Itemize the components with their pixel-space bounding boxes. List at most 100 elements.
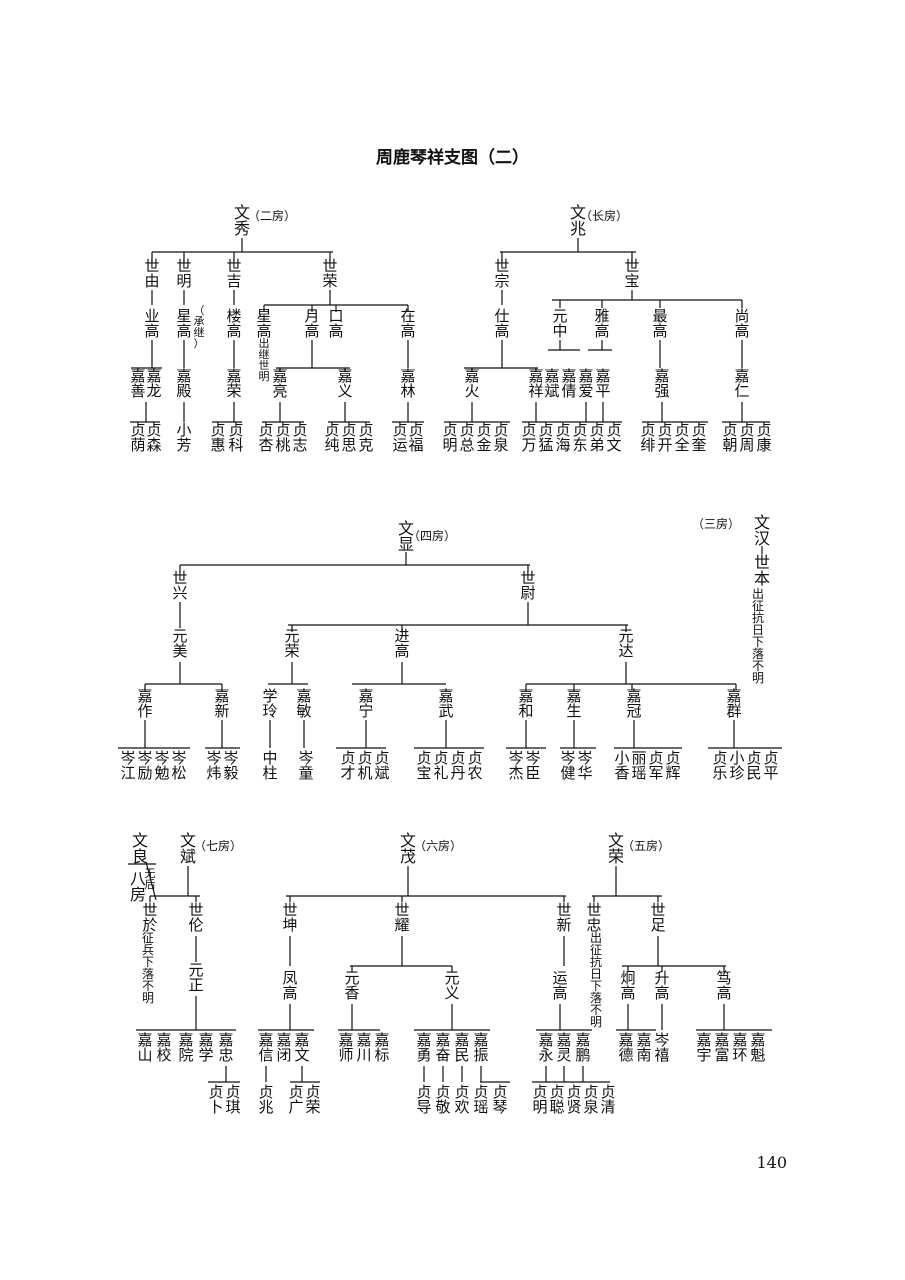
branch-note-char: 下 bbox=[590, 979, 602, 993]
person-name-char: 高 bbox=[394, 642, 409, 660]
person-name-char: 房 bbox=[130, 885, 146, 904]
person-name-char: 机 bbox=[357, 764, 372, 782]
person-name-char: 贞 bbox=[210, 421, 225, 439]
person-name-char: 义 bbox=[444, 984, 459, 1002]
person-name-char: 信 bbox=[258, 1046, 273, 1064]
person-name-char: 爱 bbox=[578, 382, 593, 400]
person-name-char: 贞 bbox=[640, 421, 655, 439]
person-name-char: 武 bbox=[438, 702, 453, 720]
person-name-char: 乐 bbox=[712, 764, 727, 782]
person-name-char: 振 bbox=[473, 1046, 488, 1064]
branch-note-char: 明 bbox=[259, 370, 270, 383]
person-name-char: 贞 bbox=[258, 1083, 273, 1101]
person-name-char: 纯 bbox=[324, 436, 339, 454]
person-name-char: 兴 bbox=[172, 584, 187, 602]
person-name-char: 嘉 bbox=[358, 687, 373, 705]
person-name-char: 军 bbox=[648, 764, 663, 782]
person-name-char: 敬 bbox=[435, 1098, 450, 1116]
person-name-char: 岑 bbox=[137, 749, 152, 767]
person-name-char: 新 bbox=[556, 916, 571, 934]
person-name-char: 贞 bbox=[566, 1083, 581, 1101]
person-name-char: 高 bbox=[494, 322, 509, 340]
person-name-char: 高 bbox=[144, 322, 159, 340]
person-name-char: 康 bbox=[756, 436, 771, 454]
person-name-char: 嘉 bbox=[561, 367, 576, 385]
person-name-char: 耀 bbox=[394, 916, 409, 934]
branch-note-char: 抗 bbox=[752, 610, 764, 625]
person-name-char: 贤 bbox=[566, 1098, 581, 1116]
person-name-char: 斌 bbox=[544, 382, 559, 400]
person-name-char: 良 bbox=[132, 847, 148, 866]
person-name-char: 文 bbox=[608, 831, 624, 850]
branch-note-char: 后 bbox=[145, 878, 156, 891]
person-name-char: 瑶 bbox=[631, 764, 646, 782]
person-name-char: 珍 bbox=[729, 764, 744, 782]
person-name-char: 高 bbox=[652, 322, 667, 340]
person-name-char: 明 bbox=[532, 1098, 547, 1116]
person-name-char: 科 bbox=[228, 436, 243, 454]
person-name-char: 勉 bbox=[154, 764, 169, 782]
person-name-char: 农 bbox=[467, 764, 482, 782]
person-name-char: 嘉 bbox=[176, 367, 191, 385]
person-name-char: 思 bbox=[341, 436, 356, 454]
person-name-char: 世 bbox=[144, 257, 159, 275]
branch-note-char: 征 bbox=[142, 931, 154, 945]
person-name-char: 和 bbox=[518, 702, 533, 720]
person-name-char: 宝 bbox=[624, 272, 639, 290]
person-name-char: 文 bbox=[398, 519, 414, 538]
person-name-char: 聪 bbox=[549, 1098, 564, 1116]
person-name-char: 岑 bbox=[223, 749, 238, 767]
person-name-char: 贞 bbox=[583, 1083, 598, 1101]
person-name-char: 作 bbox=[137, 702, 152, 720]
person-name-char: 世 bbox=[586, 901, 601, 919]
person-name-char: 民 bbox=[746, 764, 761, 782]
branch-note-char: 落 bbox=[142, 967, 154, 981]
person-name-char: 童 bbox=[298, 764, 313, 782]
person-name-char: 贞 bbox=[521, 421, 536, 439]
person-name-char: 嘉 bbox=[750, 1031, 765, 1049]
person-name-char: 勇 bbox=[416, 1046, 431, 1064]
person-name-char: 显 bbox=[398, 535, 414, 554]
person-name-char: 高 bbox=[176, 322, 191, 340]
branch-note-char: 出 bbox=[752, 587, 764, 601]
branch-note-char: 明 bbox=[590, 1015, 602, 1029]
person-name-char: 世 bbox=[172, 569, 187, 587]
person-name-char: 高 bbox=[734, 322, 749, 340]
person-name-char: 桃 bbox=[275, 436, 290, 454]
person-name-char: 丹 bbox=[450, 764, 465, 782]
person-name-char: 欢 bbox=[454, 1098, 469, 1116]
person-name-char: 高 bbox=[716, 984, 731, 1002]
person-name-char: 嘉 bbox=[714, 1031, 729, 1049]
person-name-char: 金 bbox=[476, 436, 491, 454]
person-name-char: 贞 bbox=[600, 1083, 615, 1101]
person-name-char: 岑 bbox=[298, 749, 313, 767]
person-name-char: 运 bbox=[392, 436, 407, 454]
page-title: 周鹿琴祥支图（二） bbox=[376, 148, 529, 168]
person-name-char: 仕 bbox=[494, 307, 509, 325]
person-name-char: 贞 bbox=[305, 1083, 320, 1101]
person-name-char: 月 bbox=[304, 307, 319, 325]
person-name-char: 瑶 bbox=[473, 1098, 488, 1116]
person-name-char: 总 bbox=[459, 436, 474, 454]
person-name-char: 嘉 bbox=[473, 1031, 488, 1049]
person-name-char: 坤 bbox=[282, 916, 297, 934]
branch-note-char: 继 bbox=[194, 326, 205, 339]
branch-note-char: 日 bbox=[752, 623, 764, 637]
person-name-char: 嘉 bbox=[156, 1031, 171, 1049]
person-name-char: 平 bbox=[763, 764, 778, 782]
person-name-char: 於 bbox=[142, 916, 157, 934]
person-name-char: 贞 bbox=[228, 421, 243, 439]
person-name-char: 广 bbox=[288, 1098, 303, 1116]
person-name-char: 高 bbox=[400, 322, 415, 340]
branch-note-char: 征 bbox=[590, 943, 602, 957]
person-name-char: 志 bbox=[292, 436, 307, 454]
person-name-char: 学 bbox=[262, 687, 277, 705]
person-name-char: 高 bbox=[304, 322, 319, 340]
person-name-char: 笃 bbox=[716, 969, 731, 987]
person-name-char: 福 bbox=[408, 436, 423, 454]
person-name-char: 贞 bbox=[746, 749, 761, 767]
branch-note-char: 承 bbox=[194, 315, 205, 328]
person-name-char: 江 bbox=[120, 764, 135, 782]
person-name-char: 生 bbox=[566, 702, 581, 720]
